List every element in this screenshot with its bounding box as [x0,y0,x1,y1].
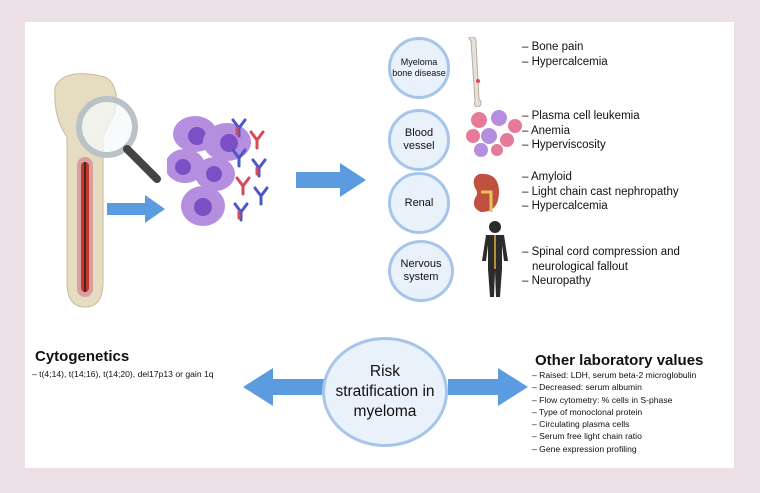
cytogenetics-title: Cytogenetics [35,348,130,365]
human-body-icon [482,221,508,297]
figure-panel: Myeloma bone disease Blood vessel Renal … [25,22,734,468]
kidney-icon [473,173,499,212]
blood-cells-icon [466,110,522,157]
list-item: Flow cytometry: % cells in S-phase [532,394,696,406]
oval-myeloma-bone-disease: Myeloma bone disease [388,37,450,99]
arrow-left [243,368,325,406]
oval-nervous-system: Nervous system [388,240,454,302]
lab-list: Raised: LDH, serum beta-2 microglobulin … [532,369,696,455]
bone-icon [468,37,482,107]
list-item: Gene expression profiling [532,443,696,455]
list-item: Hyperviscosity [522,138,640,153]
plasma-cells-icon [167,116,251,226]
list-item: Spinal cord compression and neurological… [522,245,722,274]
arrow-cells-to-organs [296,163,366,197]
femur-illustration [54,73,161,308]
oval-renal: Renal [388,172,450,234]
list-item: Bone pain [522,40,608,55]
oval-label: Nervous system [400,258,442,283]
list-renal: Amyloid Light chain cast nephropathy Hyp… [522,170,679,214]
list-item: Raised: LDH, serum beta-2 microglobulin [532,369,696,381]
list-item: Type of monoclonal protein [532,406,696,418]
center-label: Risk stratification in myeloma [335,363,435,420]
lab-title: Other laboratory values [535,352,704,369]
list-item: Light chain cast nephropathy [522,185,679,200]
oval-label: Blood vessel [403,127,435,152]
oval-risk-stratification: Risk stratification in myeloma [322,337,448,447]
arrow-bone-to-cells [107,195,165,223]
list-nervous-system: Spinal cord compression and neurological… [522,245,722,289]
antibodies-icon [231,118,269,222]
list-item: Circulating plasma cells [532,418,696,430]
list-item: Amyloid [522,170,679,185]
oval-label: Renal [404,197,434,209]
arrow-right [448,368,528,406]
list-item: Decreased: serum albumin [532,381,696,393]
oval-label: Myeloma bone disease [392,57,446,78]
list-blood-vessel: Plasma cell leukemia Anemia Hyperviscosi… [522,109,640,153]
list-item: t(4;14), t(14;16), t(14;20), del17p13 or… [32,368,213,380]
list-item: Hypercalcemia [522,199,679,214]
list-item: Plasma cell leukemia [522,109,640,124]
list-item: Anemia [522,124,640,139]
list-item: Neuropathy [522,274,722,289]
cytogenetics-list: t(4;14), t(14;16), t(14;20), del17p13 or… [32,368,213,380]
list-bone: Bone pain Hypercalcemia [522,40,608,69]
oval-blood-vessel: Blood vessel [388,109,450,171]
list-item: Hypercalcemia [522,55,608,70]
list-item: Serum free light chain ratio [532,430,696,442]
